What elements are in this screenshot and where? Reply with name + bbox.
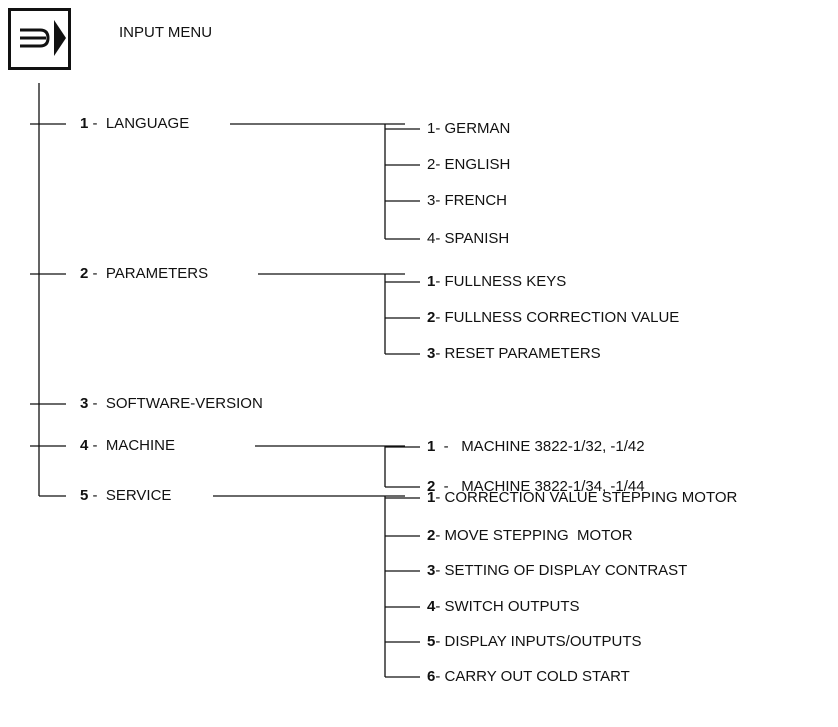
submenu-item-5-3: 3- SETTING OF DISPLAY CONTRAST bbox=[427, 562, 687, 580]
item-separator: - bbox=[435, 438, 462, 455]
item-number: 1 bbox=[427, 273, 436, 290]
submenu-item-2-2: 2- FULLNESS CORRECTION VALUE bbox=[427, 309, 679, 327]
item-label: CARRY OUT COLD START bbox=[444, 668, 630, 685]
menu-item-1: 1 - LANGUAGE bbox=[80, 115, 189, 133]
submenu-item-2-1: 1- FULLNESS KEYS bbox=[427, 273, 566, 291]
item-label: SOFTWARE-VERSION bbox=[105, 395, 263, 412]
item-number: 3 bbox=[427, 345, 436, 362]
item-separator: - bbox=[88, 487, 106, 504]
submenu-item-5-1: 1- CORRECTION VALUE STEPPING MOTOR bbox=[427, 489, 737, 507]
input-menu-icon bbox=[8, 8, 71, 70]
item-number: 3 bbox=[80, 395, 89, 412]
menu-item-4: 4 - MACHINE bbox=[80, 437, 175, 455]
menu-title: INPUT MENU bbox=[119, 24, 213, 41]
submenu-item-1-4: 4- SPANISH bbox=[427, 230, 509, 248]
menu-item-3: 3 - SOFTWARE-VERSION bbox=[80, 395, 263, 413]
item-separator: - bbox=[435, 120, 445, 137]
submenu-item-4-2: 2 - MACHINE 3822-1/34, -1/44 bbox=[427, 478, 645, 496]
item-label: RESET PARAMETERS bbox=[444, 345, 601, 362]
item-separator: - bbox=[435, 273, 445, 290]
item-number: 5 bbox=[80, 487, 89, 504]
item-label: PARAMETERS bbox=[105, 265, 209, 282]
item-separator: - bbox=[435, 527, 445, 544]
item-separator: - bbox=[88, 265, 106, 282]
item-label: SWITCH OUTPUTS bbox=[444, 598, 580, 615]
submenu-item-5-2: 2- MOVE STEPPING MOTOR bbox=[427, 527, 633, 545]
submenu-item-2-3: 3- RESET PARAMETERS bbox=[427, 345, 601, 363]
submenu-item-1-1: 1- GERMAN bbox=[427, 120, 510, 138]
submenu-item-5-6: 6- CARRY OUT COLD START bbox=[427, 668, 630, 686]
menu-item-2: 2 - PARAMETERS bbox=[80, 265, 208, 283]
item-number: 5 bbox=[427, 633, 436, 650]
item-number: 1 bbox=[427, 438, 436, 455]
item-separator: - bbox=[435, 668, 445, 685]
item-separator: - bbox=[435, 156, 445, 173]
item-number: 2 bbox=[80, 265, 89, 282]
menu-item-5: 5 - SERVICE bbox=[80, 487, 171, 505]
submenu-item-5-5: 5- DISPLAY INPUTS/OUTPUTS bbox=[427, 633, 642, 651]
item-separator: - bbox=[435, 478, 462, 495]
item-label: FRENCH bbox=[444, 192, 508, 209]
item-number: 4 bbox=[427, 230, 436, 247]
item-separator: - bbox=[88, 115, 106, 132]
item-label: DISPLAY INPUTS/OUTPUTS bbox=[444, 633, 642, 650]
item-label: SERVICE bbox=[105, 487, 172, 504]
item-separator: - bbox=[88, 395, 106, 412]
submenu-item-4-1: 1 - MACHINE 3822-1/32, -1/42 bbox=[427, 438, 645, 456]
item-number: 2 bbox=[427, 527, 436, 544]
item-number: 2 bbox=[427, 309, 436, 326]
item-separator: - bbox=[435, 345, 445, 362]
item-number: 6 bbox=[427, 668, 436, 685]
item-separator: - bbox=[435, 562, 445, 579]
item-label: MACHINE 3822-1/34, -1/44 bbox=[461, 478, 645, 495]
item-number: 1 bbox=[427, 489, 436, 506]
item-label: SETTING OF DISPLAY CONTRAST bbox=[444, 562, 688, 579]
item-label: SPANISH bbox=[444, 230, 510, 247]
submenu-item-5-4: 4- SWITCH OUTPUTS bbox=[427, 598, 580, 616]
item-number: 2 bbox=[427, 156, 436, 173]
item-label: FULLNESS CORRECTION VALUE bbox=[444, 309, 680, 326]
item-number: 3 bbox=[427, 192, 436, 209]
submenu-item-1-3: 3- FRENCH bbox=[427, 192, 507, 210]
item-label: FULLNESS KEYS bbox=[444, 273, 567, 290]
item-label: LANGUAGE bbox=[105, 115, 190, 132]
item-separator: - bbox=[435, 230, 445, 247]
item-label: MOVE STEPPING MOTOR bbox=[444, 527, 633, 544]
tree-connector-lines bbox=[30, 83, 420, 678]
item-label: CORRECTION VALUE STEPPING MOTOR bbox=[444, 489, 738, 506]
item-number: 1 bbox=[80, 115, 89, 132]
item-separator: - bbox=[435, 598, 445, 615]
item-number: 4 bbox=[427, 598, 436, 615]
item-label: MACHINE bbox=[105, 437, 176, 454]
item-separator: - bbox=[435, 309, 445, 326]
item-separator: - bbox=[435, 192, 445, 209]
item-separator: - bbox=[88, 437, 106, 454]
item-separator: - bbox=[435, 489, 445, 506]
submenu-item-1-2: 2- ENGLISH bbox=[427, 156, 510, 174]
item-number: 4 bbox=[80, 437, 89, 454]
item-label: MACHINE 3822-1/32, -1/42 bbox=[461, 438, 645, 455]
item-label: ENGLISH bbox=[444, 156, 511, 173]
item-label: GERMAN bbox=[444, 120, 511, 137]
item-number: 2 bbox=[427, 478, 436, 495]
item-number: 3 bbox=[427, 562, 436, 579]
item-separator: - bbox=[435, 633, 445, 650]
item-number: 1 bbox=[427, 120, 436, 137]
